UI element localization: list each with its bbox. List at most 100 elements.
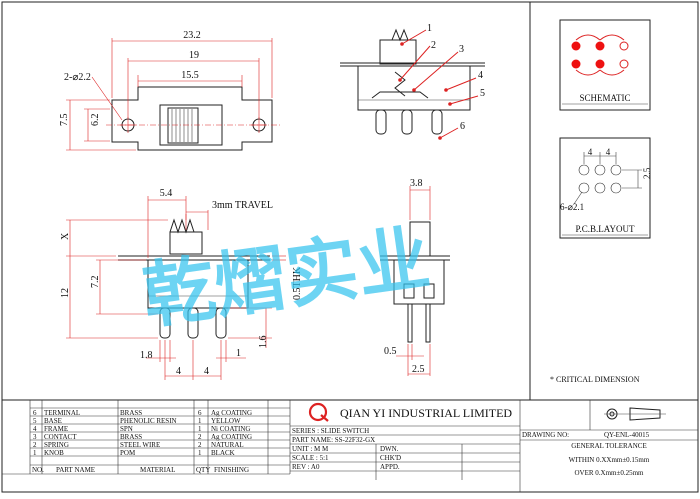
front-view-dimension-lines (66, 196, 286, 380)
dim-0-5: 0.5 (384, 346, 397, 357)
side-view: 3.8 0.5 2.5 (380, 178, 450, 376)
bom-cell: POM (120, 449, 136, 457)
schematic-title: SCHEMATIC (579, 93, 630, 103)
bom-cell: KNOB (44, 449, 64, 457)
bom-cell: 6 (33, 409, 37, 417)
top-view-dimension-lines (66, 38, 273, 151)
callout-6: 6 (460, 121, 465, 132)
side-pin-right (425, 303, 431, 343)
callout-4: 4 (478, 70, 483, 81)
dim-19: 19 (189, 50, 199, 61)
callout-leaders (399, 29, 479, 139)
bom-cell: Ni COATING (211, 425, 250, 433)
pcb-layout-panel: 4 4 6-⌀2.1 2.5 P.C.B.LAYOUT (559, 137, 652, 239)
bom-cell: 2 (198, 433, 202, 441)
dim-5-4: 5.4 (160, 188, 173, 199)
tolerance-over: OVER 0.Xmm±0.25mm (575, 469, 645, 477)
bom-header-cell: PART NAME (56, 466, 95, 474)
bom-header-cell: MATERIAL (140, 466, 175, 474)
part-name-field: PART NAME: SS-22F32-GX (292, 436, 375, 444)
dim-12: 12 (60, 288, 71, 298)
side-pin-left (407, 303, 413, 343)
bom-cell: 1 (198, 449, 202, 457)
unit-field: UNIT : M M (292, 445, 329, 453)
dim-15-5: 15.5 (181, 70, 199, 81)
bom-cell: TERMINAL (44, 409, 80, 417)
bom-cell: STEEL WIRE (120, 441, 160, 449)
dim-x: X (60, 232, 71, 240)
dim-4-b: 4 (204, 366, 209, 377)
pcb-holes (578, 164, 622, 194)
pcb-dim-4-a: 4 (588, 147, 593, 157)
side-clip-left (403, 283, 415, 299)
bom-cell: NATURAL (211, 441, 244, 449)
pcb-box (559, 137, 651, 239)
bom-cell: 1 (198, 417, 202, 425)
top-view: 23.2 19 15.5 2-⌀2.2 7.5 6.2 (59, 30, 280, 151)
section-view: 1 2 3 4 5 6 (340, 23, 485, 140)
bom-cell: 1 (33, 449, 37, 457)
bom-cell: BASE (44, 417, 62, 425)
pcb-dim-4-b: 4 (606, 147, 611, 157)
front-terminals (159, 307, 227, 339)
projection-symbol (604, 407, 666, 421)
title-fields-grid (290, 400, 698, 492)
bom-header-cell: FINISHING (214, 466, 249, 474)
bom-cell: FRAME (44, 425, 68, 433)
bom-cell: CONTACT (44, 433, 77, 441)
pcb-dimension-lines (573, 152, 642, 205)
callout-3: 3 (459, 44, 464, 55)
bom-cell: SPRING (44, 441, 69, 449)
bom-cell: Ag COATING (211, 409, 252, 417)
top-view-centerlines (106, 117, 280, 133)
watermark: 乾熠实业 (138, 215, 435, 338)
section-terminals (375, 109, 443, 135)
general-tolerance-label: GENERAL TOLERANCE (571, 442, 647, 450)
front-knob (169, 231, 203, 255)
bom-header-cell: QTY (196, 466, 210, 474)
schematic-open-contacts (575, 34, 629, 76)
dim-1: 1 (236, 348, 241, 359)
dim-0-5-thk: 0.5THK (292, 266, 303, 300)
bom-cell: PHENOLIC RESIN (120, 417, 177, 425)
series-field: SERIES : SLIDE SWITCH (292, 427, 369, 435)
rev-field: REV : A0 (292, 463, 320, 471)
tolerance-within: WITHIN 0.XXmm±0.15mm (569, 456, 650, 464)
drawing-no-label: DRAWING NO: (522, 431, 569, 439)
schematic-panel: SCHEMATIC (559, 19, 651, 111)
dim-7-2: 7.2 (90, 276, 101, 289)
front-view: 5.4 3mm TRAVEL X 12 7.2 1.8 4 4 1 1.6 0.… (60, 188, 303, 380)
dim-4-a: 4 (176, 366, 181, 377)
bom-cell: 6 (198, 409, 202, 417)
section-knob-grip (391, 28, 409, 42)
front-housing (147, 259, 249, 309)
pcb-dim-holes: 6-⌀2.1 (560, 202, 584, 212)
callout-dots (398, 42, 452, 140)
bom-cell: SPN (120, 425, 133, 433)
section-contact (371, 91, 429, 99)
bom-cell: 3 (33, 433, 37, 441)
bom-cell: 2 (198, 441, 202, 449)
section-knob (379, 39, 417, 65)
chkd-field: CHK'D (380, 454, 401, 462)
dim-6-2: 6.2 (90, 114, 101, 127)
pcb-title: P.C.B.LAYOUT (576, 224, 635, 234)
dim-hole-2x2-2: 2-⌀2.2 (64, 72, 91, 83)
bom-cell: 1 (198, 425, 202, 433)
side-housing (393, 259, 445, 305)
bom-cell: BLACK (211, 449, 235, 457)
side-view-dimension-lines (396, 186, 431, 376)
dwn-field: DWN. (380, 445, 399, 453)
schematic-active-contacts (571, 41, 605, 69)
bom-cell: BRASS (120, 409, 142, 417)
bom-cell: BRASS (120, 433, 142, 441)
top-view-knob (167, 107, 199, 144)
bom-header-cell: NO. (32, 466, 44, 474)
bom-grid (2, 400, 291, 475)
bom-cell: 2 (33, 441, 37, 449)
dim-1-6: 1.6 (258, 336, 269, 349)
bom-cell: YELLOW (211, 417, 241, 425)
